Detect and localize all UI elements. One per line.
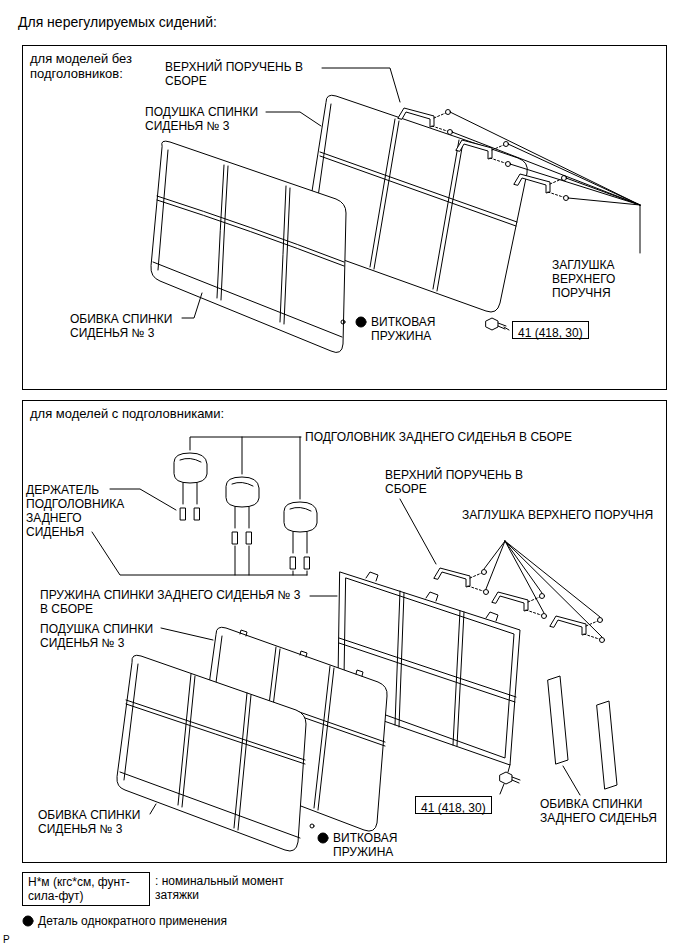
part-name: ДЕРЖАТЕЛЬ ПОДГОЛОВНИКА ЗАДНЕГО СИДЕНЬЯ [26, 483, 134, 539]
part-name: ПОДУШКА СПИНКИ СИДЕНЬЯ № 3 [145, 105, 275, 133]
page-title: Для нерегулируемых сидений: [18, 14, 217, 30]
part-name: ПРУЖИНА СПИНКИ ЗАДНЕГО СИДЕНЬЯ № 3 В СБО… [40, 588, 308, 616]
torque-box: 41 (418, 30) [512, 321, 589, 339]
back-trim [548, 676, 617, 795]
unit-text: Н*м (кгс*см, фунт-сила-фут) [28, 875, 144, 903]
part-name: ПОДУШКА СПИНКИ СИДЕНЬЯ № 3 [40, 622, 170, 650]
part-name: ОБИВКА СПИНКИ СИДЕНЬЯ № 3 [38, 808, 163, 836]
coil-spring [341, 317, 366, 327]
bolt [500, 765, 520, 794]
panel-heading: для моделей без подголовников: [30, 51, 148, 81]
part-name: ВИТКОВАЯ ПРУЖИНА [371, 315, 461, 343]
legend-note: : номинальный момент затяжки [155, 874, 295, 902]
legend-box: Н*м (кгс*см, фунт-сила-фут) [22, 872, 150, 906]
panel-heading: для моделей с подголовниками: [30, 406, 360, 421]
legend-text: Деталь однократного применения [38, 914, 227, 928]
part-name: ОБИВКА СПИНКИ СИДЕНЬЯ № 3 [70, 312, 195, 340]
torque-value: 41 (418, 30) [421, 801, 486, 815]
part-name: ВЕРХНИЙ ПОРУЧЕНЬ В СБОРЕ [165, 60, 330, 88]
bolt [486, 318, 509, 330]
brackets [398, 108, 640, 253]
coil-spring [310, 824, 328, 843]
seat-cover [117, 655, 306, 851]
part-name: ЗАГЛУШКА ВЕРХНЕГО ПОРУЧНЯ [462, 508, 662, 522]
seat-cover [151, 141, 346, 352]
torque-value: 41 (418, 30) [518, 326, 583, 340]
headrests [92, 437, 317, 575]
part-name: ЗАГЛУШКА ВЕРХНЕГО ПОРУЧНЯ [552, 258, 657, 300]
figure-code: P [3, 934, 23, 946]
part-name: ОБИВКА СПИНКИ ЗАДНЕГО СИДЕНЬЯ [540, 797, 670, 825]
part-name: ВЕРХНИЙ ПОРУЧЕНЬ В СБОРЕ [385, 468, 550, 496]
legend-dot [23, 916, 33, 926]
part-name: ВИТКОВАЯ ПРУЖИНА [333, 831, 423, 859]
torque-box: 41 (418, 30) [415, 796, 492, 814]
part-name: ПОДГОЛОВНИК ЗАДНЕГО СИДЕНЬЯ В СБОРЕ [305, 430, 580, 444]
